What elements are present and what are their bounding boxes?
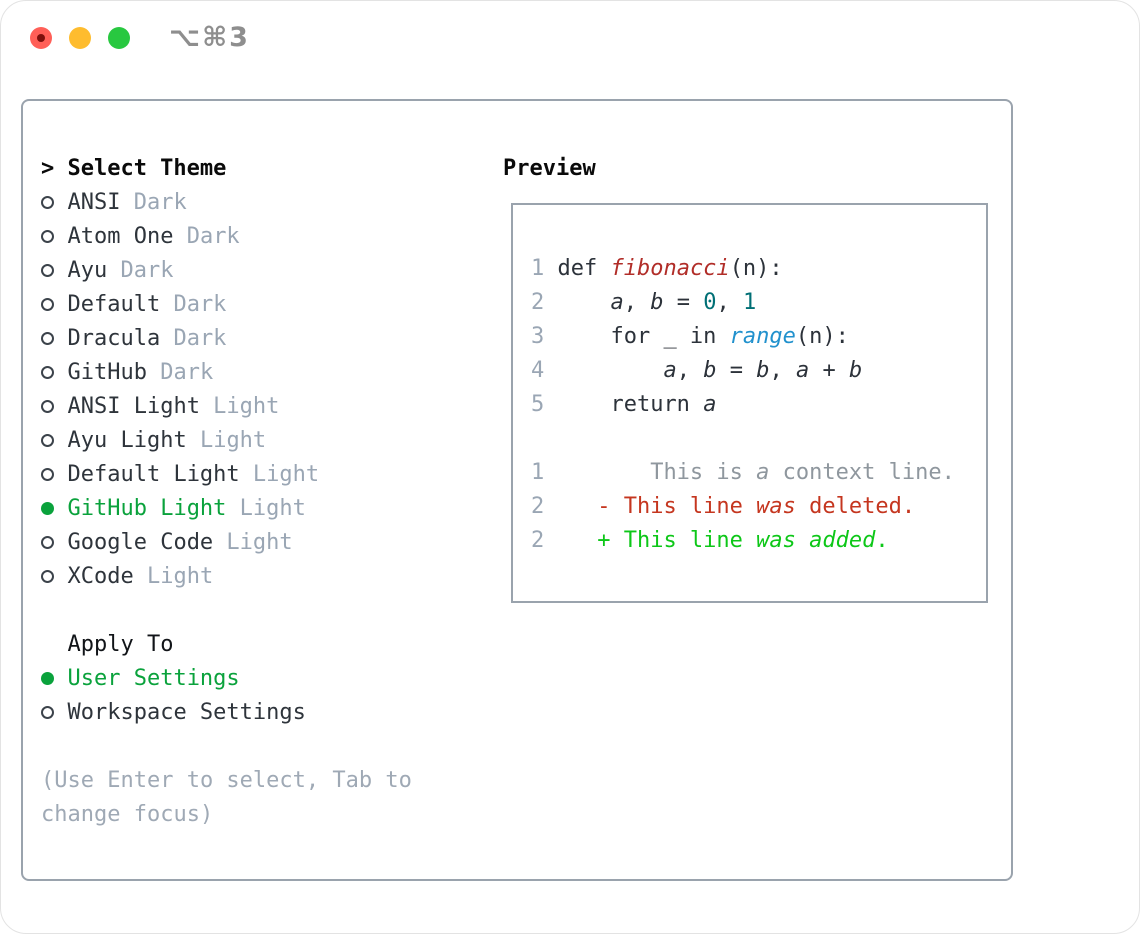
theme-option-atom-one[interactable]: Atom One Dark bbox=[41, 220, 461, 254]
radio-icon bbox=[41, 526, 55, 560]
code-line bbox=[531, 422, 955, 456]
radio-icon bbox=[41, 458, 55, 492]
theme-variant-label: Dark bbox=[146, 360, 214, 385]
theme-variant-label: Light bbox=[133, 564, 214, 589]
theme-variant-label: Dark bbox=[173, 224, 240, 249]
apply-to-list: User Settings Workspace Settings bbox=[41, 662, 461, 730]
minimize-button[interactable] bbox=[69, 27, 91, 49]
window-title: ⌥⌘3 bbox=[169, 22, 250, 53]
theme-option-label: Google Code bbox=[67, 530, 214, 555]
theme-option-github-light[interactable]: GitHub Light Light bbox=[41, 492, 461, 526]
theme-option-xcode[interactable]: XCode Light bbox=[41, 560, 461, 594]
theme-variant-label: Light bbox=[213, 530, 293, 555]
theme-option-ansi[interactable]: ANSI Dark bbox=[41, 186, 461, 220]
theme-option-default-light[interactable]: Default Light Light bbox=[41, 458, 461, 492]
hint-text: (Use Enter to select, Tab to change focu… bbox=[41, 768, 412, 827]
line-number: 2 bbox=[531, 494, 545, 519]
radio-selected-icon bbox=[41, 492, 55, 526]
code-line: 2 - This line was deleted. bbox=[531, 490, 955, 524]
theme-sidebar: > Select Theme ANSI Dark Atom One Dark Ay… bbox=[41, 152, 461, 832]
zoom-button[interactable] bbox=[108, 27, 130, 49]
code-line: 2 + This line was added. bbox=[531, 524, 955, 558]
theme-option-label: Ayu Light bbox=[67, 428, 187, 453]
close-button[interactable] bbox=[30, 27, 52, 49]
line-number: 2 bbox=[531, 290, 545, 315]
line-number: 3 bbox=[531, 324, 545, 349]
theme-variant-label: Light bbox=[226, 496, 306, 521]
code-line: 1 def fibonacci(n): bbox=[531, 252, 955, 286]
select-theme-header: > Select Theme bbox=[41, 152, 461, 186]
theme-list: ANSI Dark Atom One Dark Ayu Dark Default… bbox=[41, 186, 461, 594]
traffic-lights bbox=[30, 27, 130, 49]
radio-icon bbox=[41, 220, 55, 254]
theme-option-dracula[interactable]: Dracula Dark bbox=[41, 322, 461, 356]
line-number: 2 bbox=[531, 528, 545, 553]
radio-icon bbox=[41, 424, 55, 458]
theme-option-ansi-light[interactable]: ANSI Light Light bbox=[41, 390, 461, 424]
radio-icon bbox=[41, 322, 55, 356]
select-theme-title: Select Theme bbox=[67, 156, 227, 181]
code-line: 2 a, b = 0, 1 bbox=[531, 286, 955, 320]
theme-option-label: GitHub bbox=[67, 360, 147, 385]
theme-variant-label: Dark bbox=[120, 190, 187, 215]
theme-option-label: Ayu bbox=[67, 258, 108, 283]
theme-option-label: Default bbox=[67, 292, 161, 317]
line-number: 1 bbox=[531, 460, 545, 485]
radio-icon bbox=[41, 186, 55, 220]
radio-selected-icon bbox=[41, 662, 55, 696]
code-line: 4 a, b = b, a + b bbox=[531, 354, 955, 388]
apply-to-header: Apply To bbox=[67, 632, 174, 657]
theme-option-google-code[interactable]: Google Code Light bbox=[41, 526, 461, 560]
prompt-icon: > bbox=[41, 156, 55, 181]
radio-icon bbox=[41, 696, 55, 730]
line-number bbox=[531, 422, 544, 456]
line-number: 4 bbox=[531, 358, 545, 383]
apply-option-user-settings[interactable]: User Settings bbox=[41, 662, 461, 696]
theme-picker-panel: > Select Theme ANSI Dark Atom One Dark Ay… bbox=[21, 99, 1013, 881]
line-number: 1 bbox=[531, 256, 545, 281]
titlebar: ⌥⌘3 bbox=[1, 1, 1139, 77]
theme-option-label: Default Light bbox=[67, 462, 240, 487]
theme-variant-label: Dark bbox=[160, 326, 227, 351]
radio-icon bbox=[41, 254, 55, 288]
theme-option-label: Dracula bbox=[67, 326, 161, 351]
theme-variant-label: Dark bbox=[160, 292, 227, 317]
code-line: 3 for _ in range(n): bbox=[531, 320, 955, 354]
radio-icon bbox=[41, 390, 55, 424]
apply-option-workspace-settings[interactable]: Workspace Settings bbox=[41, 696, 461, 730]
theme-option-label: XCode bbox=[67, 564, 134, 589]
radio-icon bbox=[41, 288, 55, 322]
theme-variant-label: Light bbox=[186, 428, 267, 453]
theme-option-label: Atom One bbox=[67, 224, 174, 249]
theme-variant-label: Light bbox=[239, 462, 320, 487]
apply-option-label: Workspace Settings bbox=[67, 700, 306, 725]
radio-icon bbox=[41, 560, 55, 594]
theme-option-label: ANSI Light bbox=[67, 394, 200, 419]
edited-indicator-icon bbox=[37, 34, 45, 42]
theme-variant-label: Light bbox=[199, 394, 280, 419]
theme-option-github[interactable]: GitHub Dark bbox=[41, 356, 461, 390]
theme-variant-label: Dark bbox=[107, 258, 174, 283]
code-line: 1 This is a context line. bbox=[531, 456, 955, 490]
theme-option-ayu[interactable]: Ayu Dark bbox=[41, 254, 461, 288]
apply-option-label: User Settings bbox=[67, 666, 240, 691]
code-line: 5 return a bbox=[531, 388, 955, 422]
line-number: 5 bbox=[531, 392, 545, 417]
spacer bbox=[41, 594, 461, 628]
theme-option-ayu-light[interactable]: Ayu Light Light bbox=[41, 424, 461, 458]
preview-title: Preview bbox=[503, 156, 596, 181]
theme-option-default[interactable]: Default Dark bbox=[41, 288, 461, 322]
theme-option-label: GitHub Light bbox=[67, 496, 227, 521]
theme-option-label: ANSI bbox=[67, 190, 121, 215]
radio-icon bbox=[41, 356, 55, 390]
